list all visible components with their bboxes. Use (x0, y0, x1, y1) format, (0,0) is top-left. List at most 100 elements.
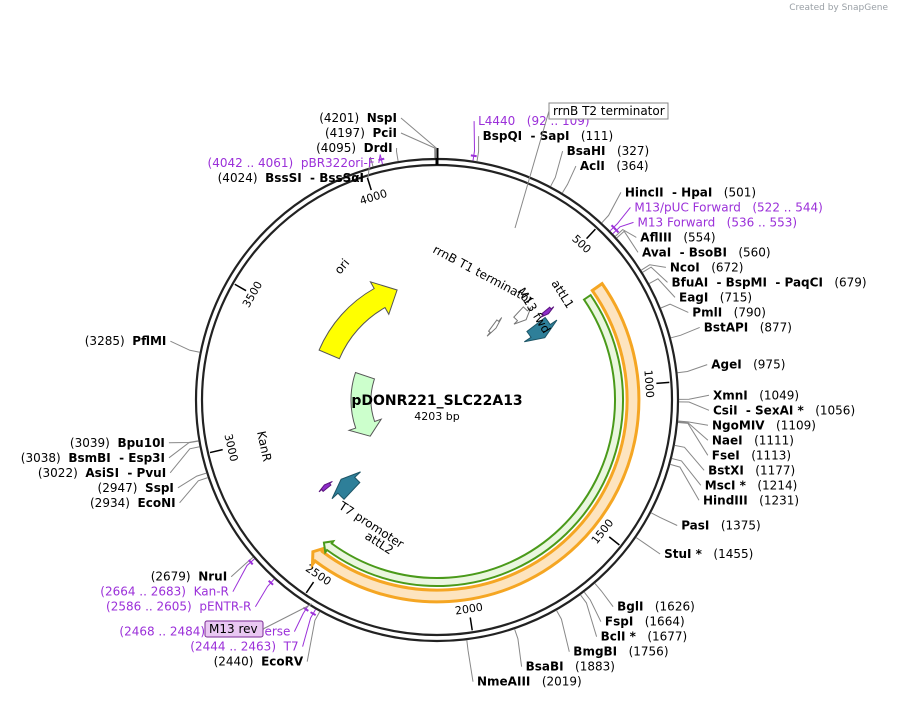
leader-line (395, 147, 399, 162)
enzyme-label: BstAPI (877) (704, 320, 792, 334)
enzyme-label: BspQI - SapI (111) (483, 129, 614, 143)
enzyme-label: BfuAI - BspMI - PaqCI (679) (672, 275, 867, 289)
leader-line (635, 537, 661, 555)
enzyme-label: BclI * (1677) (601, 630, 688, 644)
ring-tick (234, 283, 247, 292)
primer-label: M13 Forward (536 .. 553) (638, 215, 798, 229)
ring-tick (656, 381, 670, 385)
leader-line (550, 150, 564, 187)
enzyme-label: BglI (1626) (617, 600, 695, 614)
enzyme-label: EagI (715) (679, 290, 752, 304)
leader-line (472, 121, 476, 161)
snapgene-watermark: Created by SnapGene (789, 3, 888, 13)
primer-bind-mark (268, 580, 274, 586)
ring-tick (469, 617, 473, 631)
rrnb-t2-label: rrnB T2 terminator (553, 104, 665, 118)
leader-line (400, 117, 437, 159)
enzyme-label: PmlI (790) (692, 305, 766, 319)
enzyme-label: NgoMIV (1109) (712, 418, 816, 432)
enzyme-label: MscI * (1214) (705, 478, 797, 492)
site-labels: (4201) NspI(4197) PciI(4095) DrdI(4042 .… (21, 111, 867, 689)
m13-rev-leader (262, 603, 313, 630)
enzyme-label: (3285) PflMI (85, 334, 167, 348)
feature-arrows (318, 280, 558, 501)
enzyme-label: AflIII (554) (640, 230, 715, 244)
enzyme-label: (2947) SspI (98, 481, 174, 495)
primer-bind-mark (310, 611, 317, 617)
leader-line (612, 221, 634, 235)
enzyme-label: NmeAIII (2019) (477, 675, 582, 689)
enzyme-label: XmnI (1049) (713, 388, 799, 402)
enzyme-label: BsaHI (327) (567, 144, 650, 158)
primer-label: (2444 .. 2463) T7 (190, 640, 298, 654)
attl-arrow (331, 471, 361, 501)
enzyme-label: (4197) PciI (325, 126, 397, 140)
primer-bind-mark (470, 154, 477, 158)
enzyme-label: FspI (1664) (605, 615, 685, 629)
primer-mark (540, 306, 555, 318)
leader-line (476, 136, 480, 162)
enzyme-label: BsaBI (1883) (526, 660, 615, 674)
enzyme-label: BmgBI (1756) (573, 645, 668, 659)
leader-line (466, 640, 474, 682)
plasmid-name: pDONR221_SLC22A13 (351, 393, 522, 409)
leader-line (601, 192, 622, 224)
primer-bind-mark (378, 157, 385, 162)
ring-tick-label: 4000 (358, 187, 389, 208)
enzyme-label: HincII - HpaI (501) (625, 185, 756, 199)
ring-tick (366, 177, 372, 191)
cds-arcs (310, 281, 641, 604)
leader-line (583, 591, 602, 622)
leader-line (170, 340, 200, 353)
leader-line (561, 165, 577, 194)
leader-line (640, 264, 666, 271)
enzyme-label: StuI * (1455) (664, 547, 753, 561)
attl-arrow (524, 316, 558, 343)
leader-line (677, 422, 709, 456)
leader-line (678, 394, 710, 400)
leader-line (650, 512, 678, 526)
ring-tick (608, 536, 620, 546)
ring-tick-label: 2000 (454, 601, 484, 618)
leader-line (670, 463, 700, 501)
primer-bind-mark (248, 559, 254, 566)
leader-line (642, 266, 668, 283)
leader-line (168, 440, 199, 444)
enzyme-label: BstXI (1177) (708, 463, 795, 477)
ring-tick-label: 1000 (641, 369, 656, 398)
rrnb-t2-leader (514, 110, 550, 229)
ring-tick-label: 3500 (240, 279, 265, 310)
enzyme-label: (3039) Bpu10I (70, 436, 165, 450)
leader-line (514, 629, 523, 667)
primer-mark (318, 480, 333, 493)
leader-line (594, 583, 614, 607)
leader-line (367, 156, 374, 179)
leader-line (677, 421, 709, 441)
ring-tick-label: 3000 (221, 433, 240, 463)
enzyme-label: (2679) NruI (151, 570, 228, 584)
leader-line (169, 446, 200, 474)
enzyme-label: AvaI - BsoBI (560) (642, 245, 771, 259)
enzyme-label: FseI (1113) (712, 448, 791, 462)
kanr-arrow (347, 371, 383, 437)
enzyme-label: AgeI (975) (711, 358, 785, 372)
leader-line (678, 420, 709, 426)
enzyme-label: (3022) AsiSI - PvuI (38, 466, 166, 480)
leader-line (254, 578, 275, 607)
enzyme-label: (2934) EcoNI (90, 496, 176, 510)
primer-label: M13/pUC Forward (522 .. 544) (634, 200, 822, 214)
primer-bind-mark (613, 227, 620, 234)
leader-line (660, 303, 689, 313)
leader-line (293, 604, 309, 632)
leader-line (678, 401, 710, 411)
leader-line (609, 207, 631, 232)
primer-label: (4042 .. 4061) pBR322ori-F (208, 156, 375, 170)
leader-line (677, 364, 708, 374)
ring-tick (586, 228, 596, 240)
leader-line (648, 278, 676, 298)
leader-line (614, 228, 637, 238)
leader-line (674, 444, 705, 471)
plasmid-size: 4203 bp (414, 410, 459, 423)
